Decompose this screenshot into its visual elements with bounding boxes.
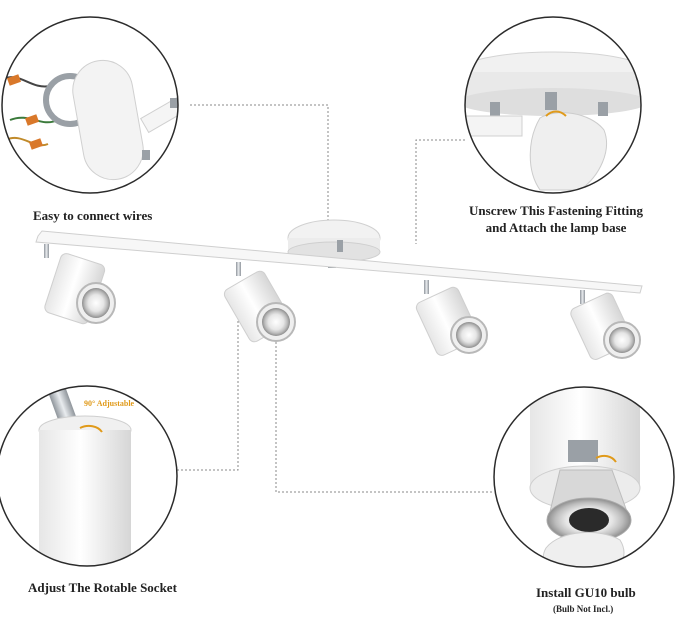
spotlight-4	[570, 290, 641, 360]
inset-unscrew	[464, 16, 642, 194]
caption-unscrew-line2: and Attach the lamp base	[485, 220, 627, 235]
dashed-connectors	[176, 104, 494, 493]
spotlight-1	[44, 244, 116, 325]
spotlight-3	[415, 280, 488, 356]
caption-bulb-note: (Bulb Not Incl.)	[553, 604, 614, 614]
caption-unscrew-line1: Unscrew This Fastening Fitting	[469, 203, 643, 218]
caption-bulb: Install GU10 bulb	[536, 585, 636, 600]
caption-socket: Adjust The Rotable Socket	[28, 580, 177, 595]
inset-bulb	[493, 386, 675, 568]
inset-wires	[1, 16, 179, 194]
fixture-bar	[35, 219, 643, 294]
caption-unscrew: Unscrew This Fastening Fitting and Attac…	[466, 202, 646, 236]
adjustable-label: 90° Adjustable	[84, 399, 135, 408]
inset-socket	[0, 385, 178, 567]
caption-wires: Easy to connect wires	[33, 208, 153, 223]
spotlight-2	[223, 262, 296, 343]
